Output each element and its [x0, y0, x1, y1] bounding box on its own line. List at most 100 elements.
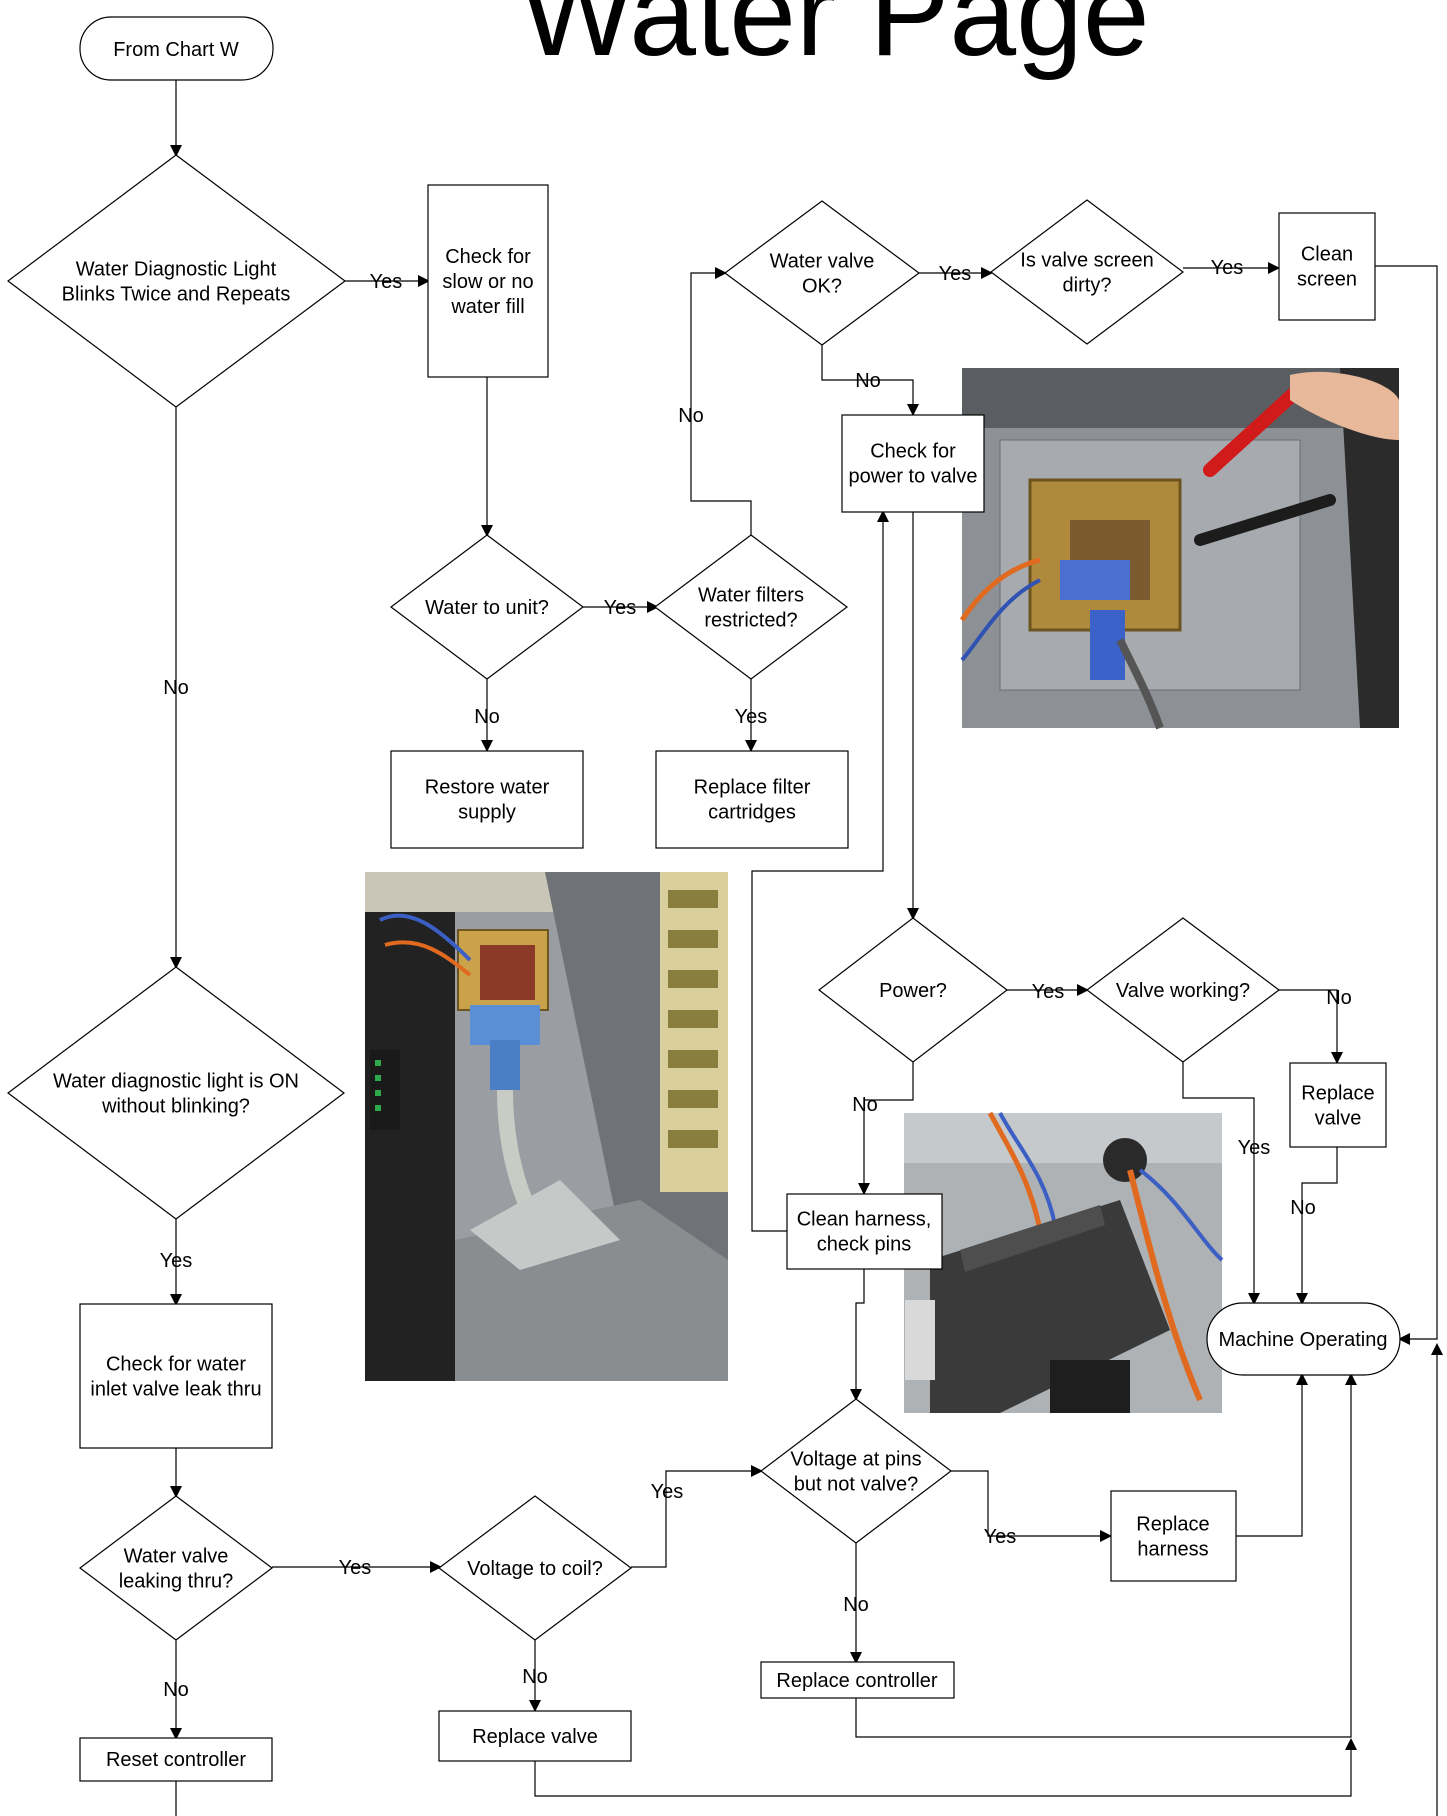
node-label: Water to unit?: [425, 597, 549, 619]
node-clean-screen: Clean screen: [1278, 212, 1376, 321]
node-label-line: Power?: [879, 980, 947, 1002]
node-label: Replace harness: [1136, 1514, 1209, 1561]
node-from-chart-w: From Chart W: [79, 16, 274, 81]
node-label-line: From Chart W: [113, 39, 239, 61]
node-label: Check for power to valve: [849, 441, 978, 488]
node-label-line: restricted?: [704, 610, 797, 632]
node-label-line: Reset controller: [106, 1749, 246, 1771]
node-label-line: Voltage at pins: [790, 1449, 921, 1471]
node-replace-harness: Replace harness: [1110, 1490, 1237, 1582]
node-label: Replace valve: [1301, 1083, 1374, 1130]
node-label: Clean screen: [1297, 244, 1357, 291]
node-replace-valve-bottom: Replace valve: [438, 1710, 632, 1762]
node-label: Voltage to coil?: [467, 1558, 603, 1580]
edge-label-no: No: [852, 1094, 878, 1116]
node-label: Power?: [879, 980, 947, 1002]
node-label-line: Replace: [1301, 1083, 1374, 1105]
node-label-line: Blinks Twice and Repeats: [62, 284, 291, 306]
edge-label-yes: Yes: [939, 263, 972, 285]
node-label: Water valve leaking thru?: [119, 1546, 234, 1593]
edge-label-yes: Yes: [984, 1526, 1017, 1548]
edge-label-yes: Yes: [370, 271, 403, 293]
node-machine-operating: Machine Operating: [1206, 1302, 1401, 1376]
node-label-line: Machine Operating: [1219, 1329, 1388, 1351]
node-replace-controller: Replace controller: [760, 1661, 955, 1699]
node-reset-controller: Reset controller: [79, 1737, 273, 1782]
node-label-line: Water diagnostic light is ON: [53, 1071, 299, 1093]
node-voltage-pins-decision: Voltage at pins but not valve?: [760, 1398, 952, 1544]
node-label-line: cartridges: [708, 802, 796, 824]
edge-label-yes: Yes: [1238, 1137, 1271, 1159]
node-voltage-coil-decision: Voltage to coil?: [438, 1495, 632, 1641]
node-label-line: leaking thru?: [119, 1571, 234, 1593]
node-label-line: Clean: [1301, 244, 1353, 266]
edge-label-no: No: [163, 677, 189, 699]
node-label-line: Check for: [870, 441, 956, 463]
node-label-line: valve: [1315, 1108, 1362, 1130]
photo-valve-probe: [959, 368, 1399, 730]
node-label-line: power to valve: [849, 466, 978, 488]
edge-label-yes: Yes: [339, 1557, 372, 1579]
node-label-line: Water filters: [698, 585, 804, 607]
node-label: Clean harness, check pins: [797, 1209, 932, 1256]
node-label-line: Water valve: [770, 251, 875, 273]
edge-label-no: No: [474, 706, 500, 728]
node-label-line: OK?: [802, 276, 842, 298]
node-label: Replace controller: [776, 1670, 938, 1692]
node-replace-filter: Replace filter cartridges: [655, 750, 849, 849]
edge-label-no: No: [1326, 987, 1352, 1009]
node-check-leak: Check for water inlet valve leak thru: [79, 1303, 273, 1449]
node-replace-valve-top: Replace valve: [1289, 1062, 1387, 1148]
node-filters-restricted-decision: Water filters restricted?: [654, 534, 848, 680]
node-label: Voltage at pins but not valve?: [790, 1449, 921, 1496]
node-label-line: slow or no: [442, 271, 533, 293]
node-label-line: Replace: [1136, 1514, 1209, 1536]
node-power-decision: Power?: [818, 917, 1008, 1063]
node-screen-dirty-decision: Is valve screen dirty?: [990, 199, 1184, 345]
photo-valve-assembly: [365, 872, 728, 1381]
node-label-line: Water valve: [124, 1546, 229, 1568]
edge-label-yes: Yes: [651, 1481, 684, 1503]
node-label-line: Restore water: [425, 777, 550, 799]
node-leaking-thru-decision: Water valve leaking thru?: [79, 1495, 273, 1641]
edge-label-no: No: [843, 1594, 869, 1616]
node-valve-working-decision: Valve working?: [1086, 917, 1280, 1063]
node-label: Reset controller: [106, 1749, 246, 1771]
node-label-line: Is valve screen: [1020, 250, 1153, 272]
node-label-line: but not valve?: [794, 1474, 919, 1496]
edge-label-yes: Yes: [735, 706, 768, 728]
node-label-line: supply: [458, 802, 516, 824]
node-label: Valve working?: [1116, 980, 1250, 1002]
node-label: Check for water inlet valve leak thru: [90, 1354, 261, 1401]
page-title: Water Page: [520, 0, 1149, 81]
node-label: Replace filter cartridges: [694, 777, 811, 824]
node-label-line: Valve working?: [1116, 980, 1250, 1002]
node-label-line: inlet valve leak thru: [90, 1379, 261, 1401]
node-label-line: check pins: [817, 1234, 912, 1256]
node-check-power-valve: Check for power to valve: [841, 414, 985, 513]
photo-controller: [904, 1111, 1224, 1413]
node-label: From Chart W: [113, 39, 239, 61]
node-clean-harness: Clean harness, check pins: [786, 1193, 943, 1270]
node-label-line: Clean harness,: [797, 1209, 932, 1231]
node-label-line: Water Diagnostic Light: [76, 259, 277, 281]
node-label-line: Water to unit?: [425, 597, 549, 619]
node-label-line: dirty?: [1063, 275, 1112, 297]
node-label-line: Replace filter: [694, 777, 811, 799]
node-water-to-unit-decision: Water to unit?: [390, 534, 584, 680]
node-label-line: screen: [1297, 269, 1357, 291]
node-label-line: harness: [1137, 1539, 1208, 1561]
edge-label-no: No: [1290, 1197, 1316, 1219]
node-label: Replace valve: [472, 1726, 598, 1748]
edge-label-yes: Yes: [160, 1250, 193, 1272]
node-label-line: Check for water: [106, 1354, 246, 1376]
